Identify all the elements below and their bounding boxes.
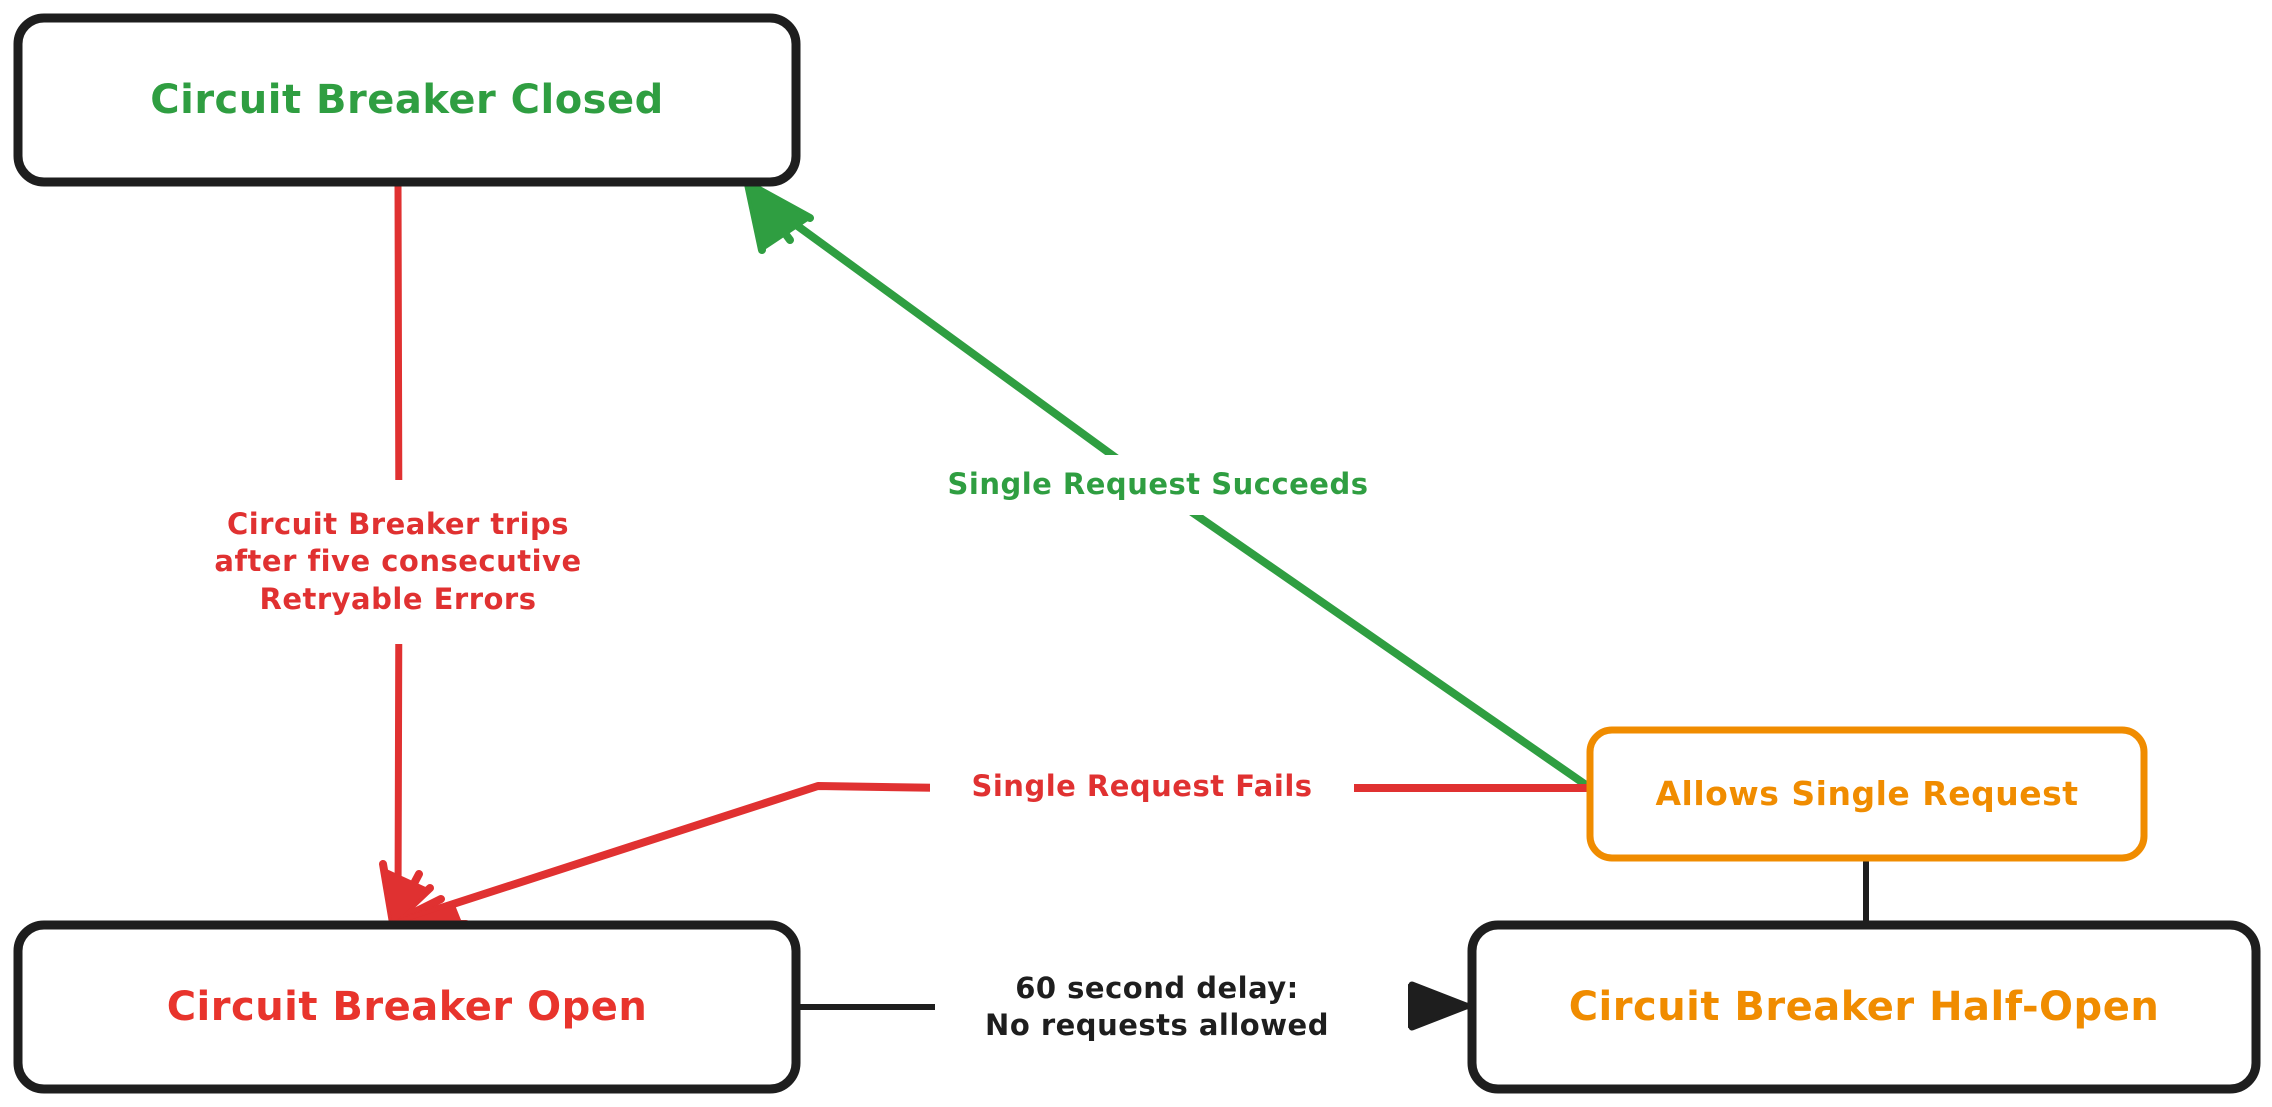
node-border-closed	[13, 13, 801, 187]
edge-allows-to-open-arrow-fill	[395, 905, 463, 925]
edge-label-open-to-halfopen-text: 60 second delay: No requests allowed	[985, 970, 1329, 1042]
node-circuit-breaker-open[interactable]: Circuit Breaker Open	[18, 925, 796, 1089]
node-circuit-breaker-closed-label: Circuit Breaker Closed	[150, 77, 664, 123]
node-circuit-breaker-half-open-label: Circuit Breaker Half-Open	[1568, 984, 2160, 1030]
node-circuit-breaker-closed[interactable]: Circuit Breaker Closed	[18, 18, 796, 182]
edge-allows-to-closed-arrow-fill	[747, 183, 811, 251]
edge-label-allows-to-closed: Single Request Succeeds	[908, 455, 1408, 515]
node-border-halfopen	[1467, 920, 2261, 1094]
node-border-open	[13, 920, 801, 1094]
node-border-allows	[1586, 726, 2148, 862]
edge-label-closed-to-open: Circuit Breaker trips after five consecu…	[178, 480, 618, 644]
node-allows-single-request-label: Allows Single Request	[1655, 774, 2079, 814]
edge-label-allows-to-open: Single Request Fails	[930, 758, 1354, 816]
node-circuit-breaker-open-label: Circuit Breaker Open	[166, 984, 648, 1030]
node-allows-single-request[interactable]: Allows Single Request	[1590, 730, 2144, 858]
edge-open-to-halfopen-arrow-fill	[1408, 984, 1468, 1028]
edge-label-closed-to-open-text: Circuit Breaker trips after five consecu…	[214, 507, 582, 616]
edge-label-allows-to-closed-text: Single Request Succeeds	[947, 467, 1369, 502]
node-circuit-breaker-half-open[interactable]: Circuit Breaker Half-Open	[1472, 925, 2256, 1089]
edge-closed-to-open-arrow-fill	[380, 866, 430, 924]
edge-label-allows-to-open-text: Single Request Fails	[971, 769, 1313, 804]
edge-label-open-to-halfopen: 60 second delay: No requests allowed	[935, 945, 1379, 1069]
